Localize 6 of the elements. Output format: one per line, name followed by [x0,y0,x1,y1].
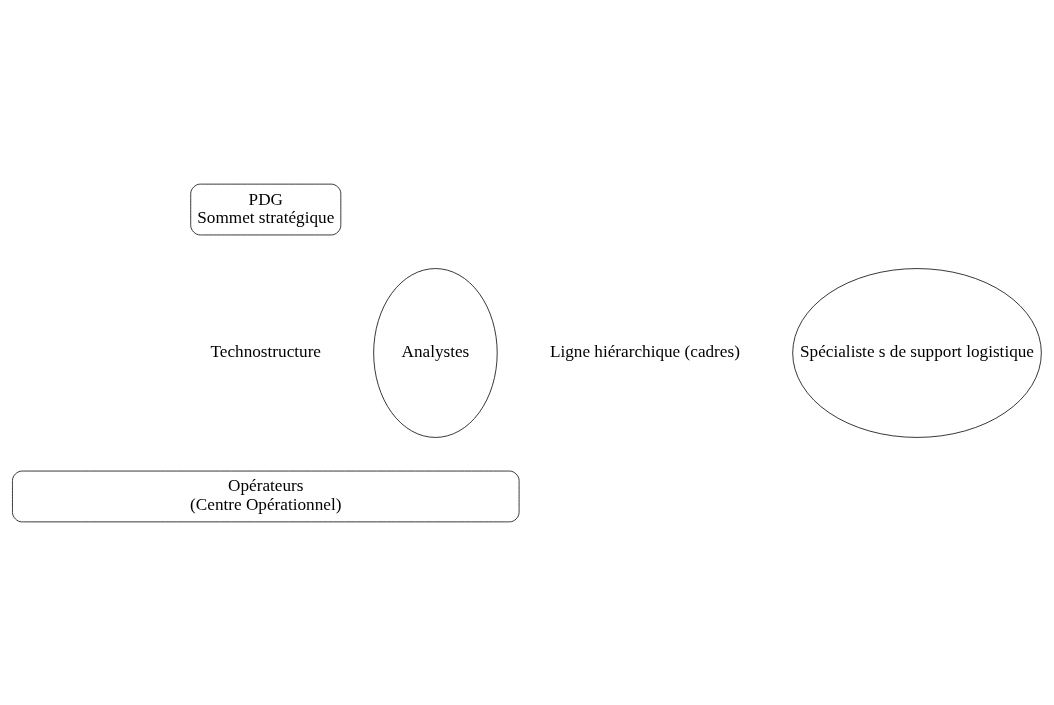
label: Ligne hiérarchique (cadres) [549,341,740,361]
node-label: Technostructure [210,341,322,361]
node-ellipse: Analystes [373,267,498,438]
node-box: Opérateurs (Centre Opérationnel) [12,470,520,522]
node-ellipse: Spécialiste s de support logistique [792,267,1042,438]
node-box: PDG Sommet stratégique [190,183,342,235]
